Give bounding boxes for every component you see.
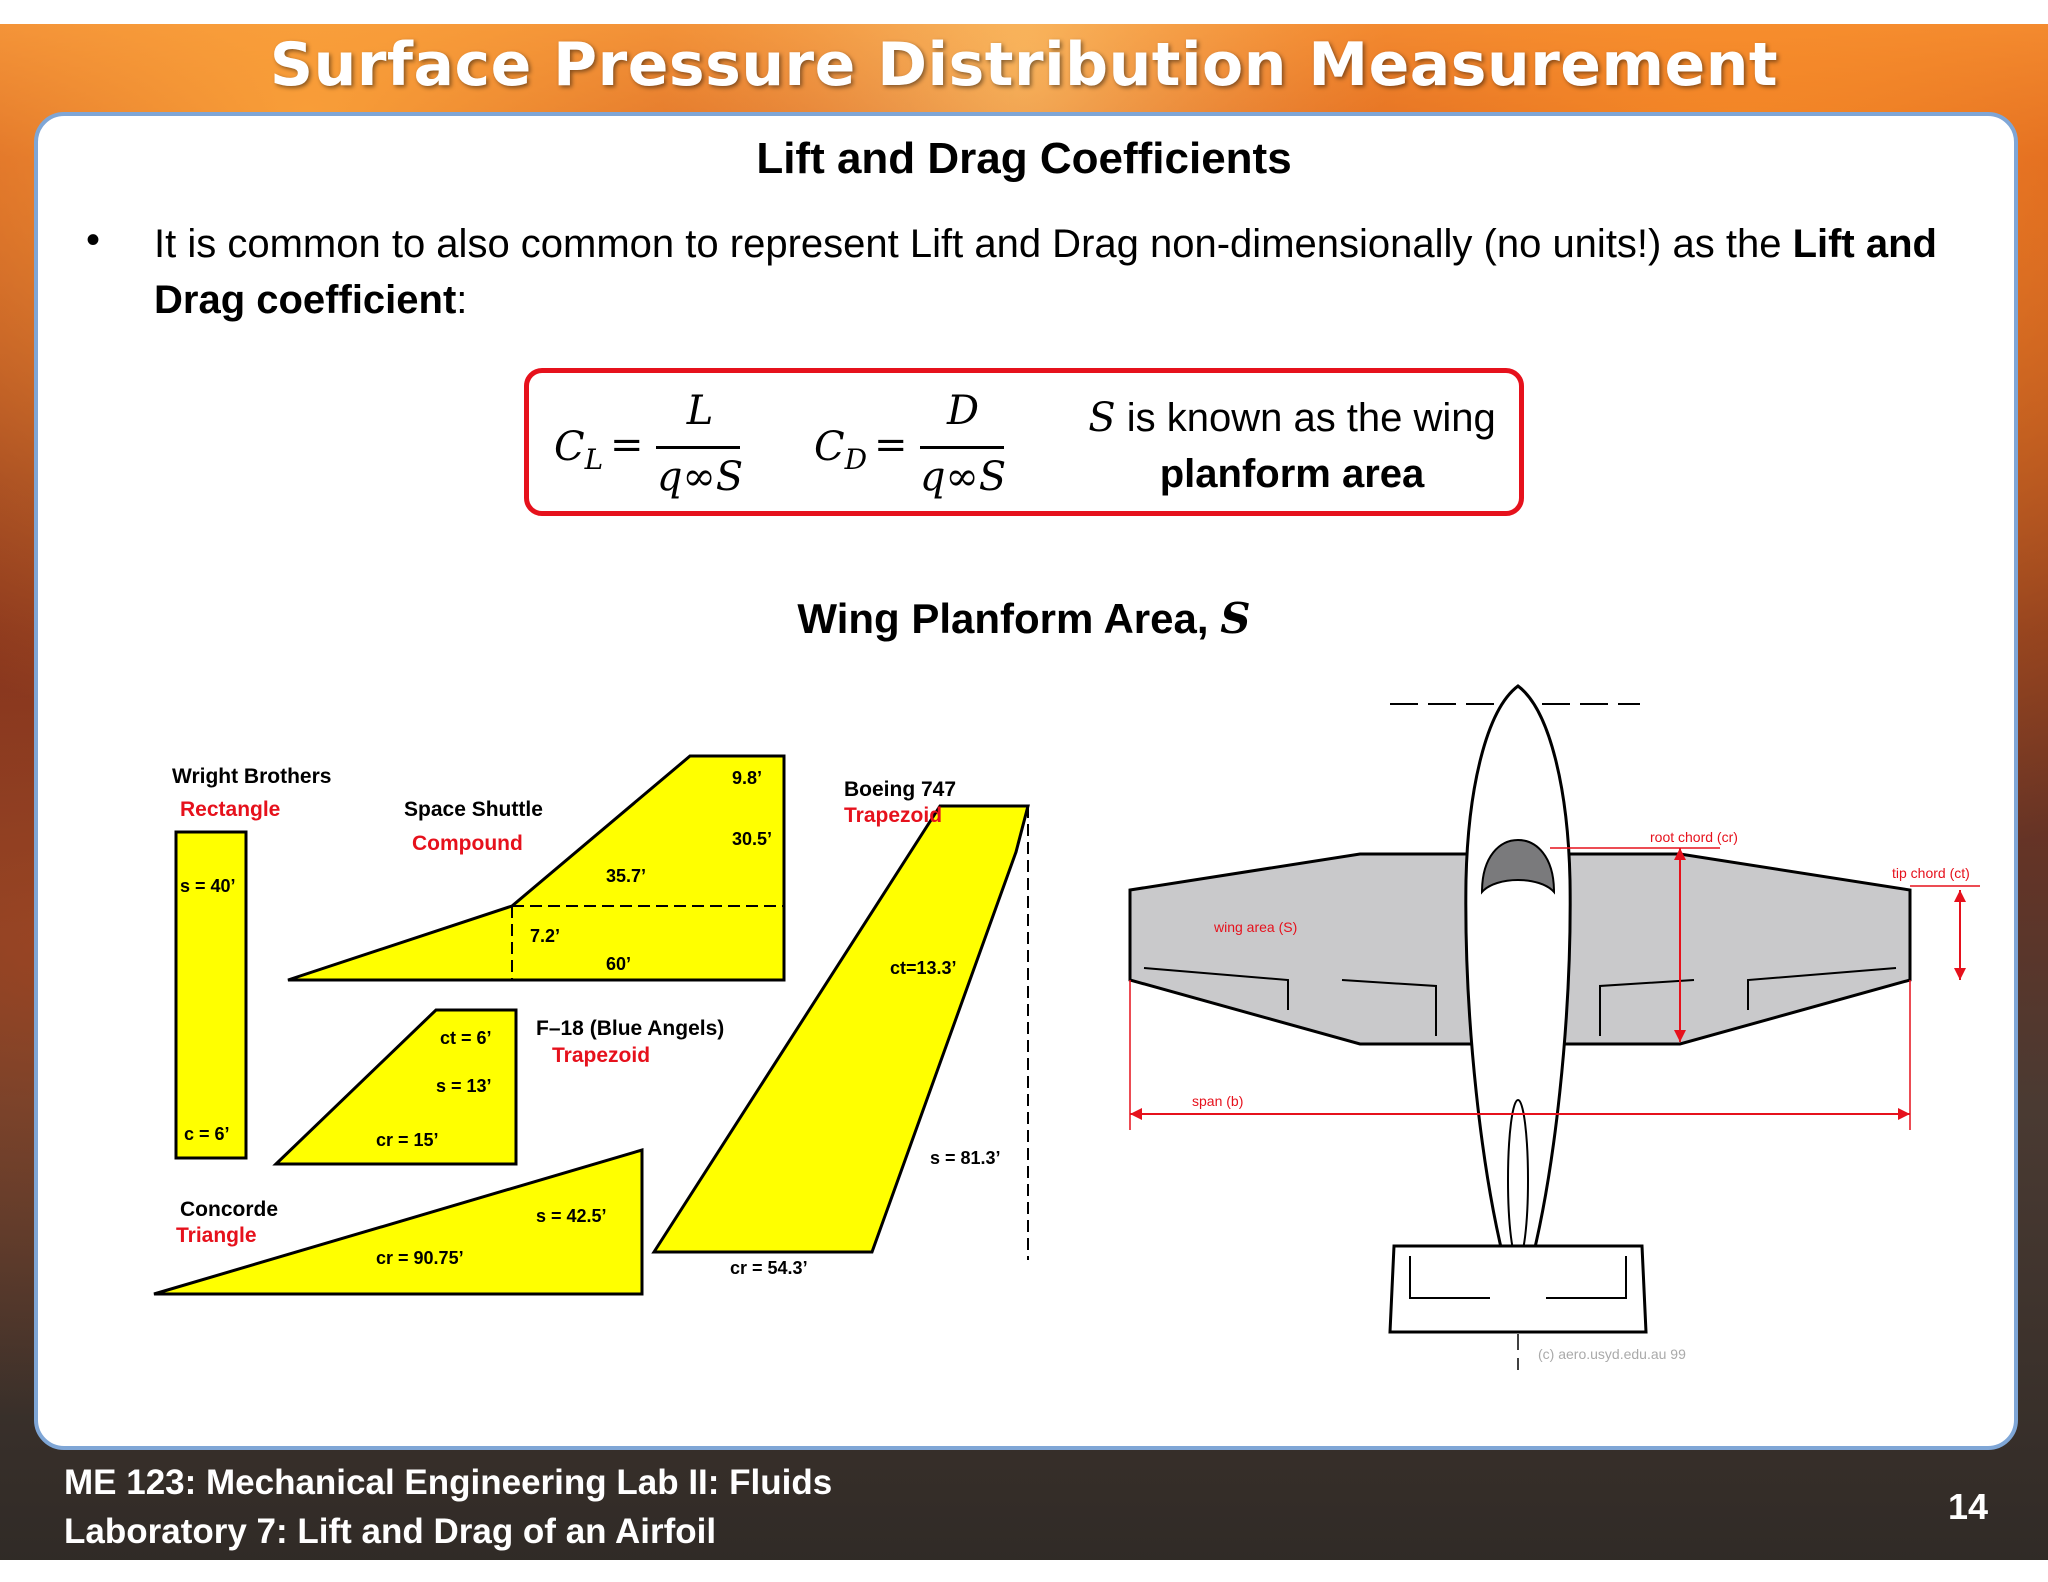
left-flap <box>1341 979 1437 1036</box>
f18-span: s = 13’ <box>436 1076 492 1096</box>
planform-note-text: is known as the wing <box>1115 396 1496 440</box>
planform-symbol: S <box>1088 395 1116 441</box>
span-arrow-left <box>1130 1108 1142 1120</box>
page-number: 14 <box>1947 1486 1988 1527</box>
bullet-text-colon: : <box>456 278 468 322</box>
f18-name: F–18 (Blue Angels) <box>536 1017 724 1040</box>
shuttle-name: Space Shuttle <box>404 798 543 821</box>
cd-denominator: q∞S <box>919 454 1007 500</box>
f18-shape-label: Trapezoid <box>552 1044 650 1067</box>
fuselage <box>1464 684 1572 1292</box>
wright-span: s = 40’ <box>180 876 236 896</box>
cd-equals: = <box>874 422 908 468</box>
span-arrow-right <box>1898 1108 1910 1120</box>
shuttle-shape <box>287 754 786 982</box>
b747-cr: cr = 54.3’ <box>730 1258 808 1278</box>
cockpit-canopy <box>1480 838 1556 895</box>
bullet-text-bold: Lift and Drag coefficient <box>154 222 1937 322</box>
bullet-text: It is common to also common to represent… <box>154 216 1954 328</box>
top-margin <box>0 0 2048 24</box>
cl-numerator: L <box>686 388 714 434</box>
figure-heading: Wing Planform Area, S <box>0 594 2048 643</box>
span-label: span (b) <box>1192 1093 1243 1109</box>
shuttle-dim1: 30.5’ <box>732 829 772 849</box>
wright-rectangle <box>174 830 248 1160</box>
wing-area-label: wing area (S) <box>1213 919 1297 935</box>
shuttle-dim4: 60’ <box>606 954 631 974</box>
shuttle-dim2: 35.7’ <box>606 866 646 886</box>
b747-span: s = 81.3’ <box>930 1148 1001 1168</box>
planform-shapes-figure: Wright Brothers Rectangle s = 40’ c = 6’… <box>153 754 1030 1296</box>
right-flap <box>1599 979 1695 1036</box>
b747-shape-label: Trapezoid <box>844 804 942 827</box>
cl-fraction-bar <box>656 446 740 449</box>
f18-shape <box>272 1008 518 1166</box>
bullet-text-plain: It is common to also common to represent… <box>154 222 1793 266</box>
figure-heading-symbol: S <box>1220 594 1251 643</box>
concorde-name: Concorde <box>180 1198 278 1221</box>
root-chord-arrow-top <box>1674 848 1686 860</box>
left-aileron <box>1143 967 1289 1010</box>
shuttle-tip: 9.8’ <box>732 768 762 788</box>
tip-chord-arrow-bottom <box>1954 968 1966 980</box>
b747-shape <box>651 804 1030 1254</box>
cd-numerator: D <box>946 388 980 434</box>
left-elevator <box>1409 1256 1490 1299</box>
footer-line-1: ME 123: Mechanical Engineering Lab II: F… <box>64 1463 833 1502</box>
footer-line-2: Laboratory 7: Lift and Drag of an Airfoi… <box>64 1512 717 1551</box>
f18-ct: ct = 6’ <box>440 1028 492 1048</box>
root-chord-label: root chord (cr) <box>1650 829 1738 845</box>
root-chord-arrow-bottom <box>1674 1030 1686 1042</box>
concorde-span: s = 42.5’ <box>536 1206 607 1226</box>
cl-symbol: CL <box>554 424 604 476</box>
equation-box <box>524 368 1524 516</box>
wright-chord: c = 6’ <box>184 1124 230 1144</box>
right-aileron <box>1747 967 1897 1010</box>
figure-heading-text: Wing Planform Area, <box>797 595 1221 642</box>
wright-shape: Rectangle <box>180 798 280 821</box>
cd-fraction-bar <box>920 446 1004 449</box>
tailplane <box>1388 1244 1648 1334</box>
slide-title: Surface Pressure Distribution Measuremen… <box>269 30 1779 100</box>
tip-chord-label: tip chord (ct) <box>1892 865 1970 881</box>
b747-name: Boeing 747 <box>844 778 956 801</box>
bullet-marker: • <box>86 218 101 262</box>
cl-denominator: q∞S <box>656 454 744 500</box>
concorde-shape <box>153 1147 644 1296</box>
cd-subscript: D <box>844 443 868 476</box>
cl-subscript: L <box>584 443 604 476</box>
shuttle-shape-label: Compound <box>412 832 523 855</box>
f18-cr: cr = 15’ <box>376 1130 439 1150</box>
planform-note: S is known as the wing planform area <box>1082 390 1502 502</box>
cl-equals: = <box>610 422 644 468</box>
right-elevator <box>1546 1256 1627 1299</box>
content-panel <box>34 112 2018 1450</box>
shuttle-dim3: 7.2’ <box>530 926 560 946</box>
bottom-margin <box>0 1560 2048 1582</box>
footer-course-info: ME 123: Mechanical Engineering Lab II: F… <box>64 1458 832 1556</box>
wright-name: Wright Brothers <box>172 765 331 788</box>
tip-chord-arrow-top <box>1954 890 1966 902</box>
concorde-cr: cr = 90.75’ <box>376 1248 464 1268</box>
cd-symbol: CD <box>814 424 868 476</box>
airplane-top-view: root chord (cr) tip chord (ct) wing area… <box>1128 684 1980 1370</box>
image-credit: (c) aero.usyd.edu.au 99 <box>1538 1346 1686 1362</box>
planform-note-bold: planform area <box>1159 452 1425 496</box>
section-heading: Lift and Drag Coefficients <box>756 134 1292 183</box>
concorde-shape-label: Triangle <box>176 1224 257 1247</box>
b747-ct: ct=13.3’ <box>890 958 957 978</box>
